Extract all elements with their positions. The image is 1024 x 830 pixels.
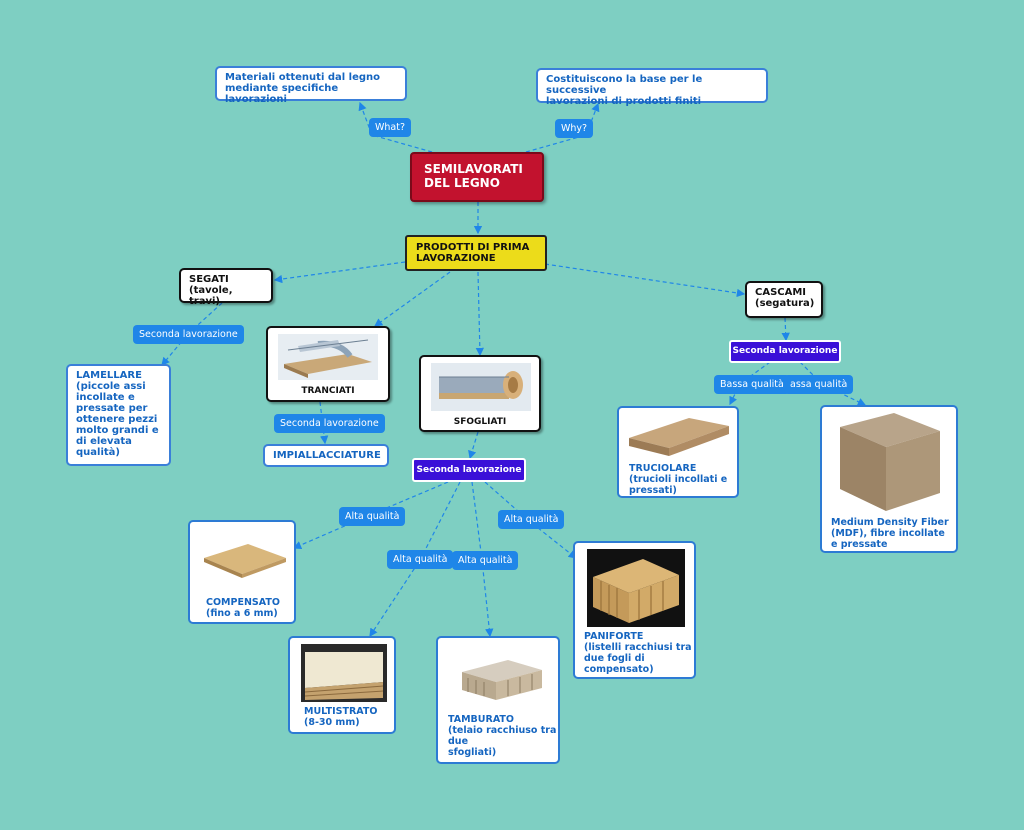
impiallacciature-text: IMPIALLACCIATURE xyxy=(273,450,381,461)
compensato-line-1: COMPENSATO xyxy=(206,597,280,608)
seconda-lavorazione-segati[interactable]: Seconda lavorazione xyxy=(133,325,244,344)
tranciati-title: TRANCIATI xyxy=(301,386,355,396)
cascami-node[interactable]: CASCAMI (segatura) xyxy=(745,281,823,318)
prima-line-2: LAVORAZIONE xyxy=(416,253,496,264)
what-text-1: Materiali ottenuti dal legno xyxy=(225,72,381,83)
segati-node[interactable]: SEGATI (tavole, travi) xyxy=(179,268,273,307)
sfogliati-image xyxy=(431,363,531,411)
cascami-line-1: CASCAMI xyxy=(755,287,807,298)
compensato-node[interactable]: COMPENSATO (fino a 6 mm) xyxy=(188,520,296,624)
tamburato-node[interactable]: TAMBURATO (telaio racchiuso tra due sfog… xyxy=(436,636,560,764)
lamellare-line-6: molto grandi e xyxy=(76,425,159,436)
paniforte-line-1: PANIFORTE xyxy=(584,631,644,642)
alta-qualita-paniforte[interactable]: Alta qualità xyxy=(498,510,565,529)
alta-qualita-multistrato[interactable]: Alta qualità xyxy=(387,550,454,569)
lamellare-line-8: qualità) xyxy=(76,447,120,458)
lamellare-line-7: di elevata xyxy=(76,436,132,447)
why-node[interactable]: Costituiscono la base per le successive … xyxy=(536,68,768,107)
seconda-lavorazione-tranciati[interactable]: Seconda lavorazione xyxy=(274,414,385,433)
multistrato-node[interactable]: MULTISTRATO (8-30 mm) xyxy=(288,636,396,734)
root-node[interactable]: SEMILAVORATI DEL LEGNO xyxy=(410,152,544,202)
lamellare-line-2: (piccole assi xyxy=(76,381,146,392)
multistrato-line-1: MULTISTRATO xyxy=(304,706,378,717)
alta-qualita-mdf-label[interactable]: assa qualità xyxy=(784,375,854,394)
seconda-lavorazione-sfogliati[interactable]: Seconda lavorazione xyxy=(412,458,526,482)
cascami-line-2: (segatura) xyxy=(755,298,815,309)
truciolare-image xyxy=(629,418,729,456)
why-label[interactable]: Why? xyxy=(555,119,594,138)
what-node[interactable]: Materiali ottenuti dal legno mediante sp… xyxy=(215,66,407,105)
tranciati-node[interactable]: TRANCIATI xyxy=(266,326,390,402)
root-title-1: SEMILAVORATI xyxy=(424,162,523,176)
what-text-2: mediante specifiche lavorazioni xyxy=(225,83,339,105)
alta-qualita-tamburato[interactable]: Alta qualità xyxy=(452,551,519,570)
paniforte-node[interactable]: PANIFORTE (listelli racchiusi tra due fo… xyxy=(573,541,696,679)
truciolare-line-1: TRUCIOLARE xyxy=(629,463,697,474)
lamellare-line-3: incollate e xyxy=(76,392,135,403)
lamellare-line-1: LAMELLARE xyxy=(76,370,142,381)
segati-line-1: SEGATI xyxy=(189,274,229,285)
sfogliati-title: SFOGLIATI xyxy=(453,417,507,427)
lamellare-node[interactable]: LAMELLARE (piccole assi incollate e pres… xyxy=(66,364,171,466)
mdf-image xyxy=(840,413,940,511)
why-text-2: lavorazioni di prodotti finiti xyxy=(546,96,702,107)
segati-line-2: (tavole, travi) xyxy=(189,285,233,307)
truciolare-line-2: (trucioli incollati e xyxy=(629,474,728,485)
paniforte-line-3: due fogli di xyxy=(584,653,645,664)
tamburato-line-1: TAMBURATO xyxy=(448,714,514,725)
compensato-line-2: (fino a 6 mm) xyxy=(206,608,278,619)
mdf-line-2: (MDF), fibre incollate xyxy=(831,528,945,539)
tamburato-line-2: (telaio racchiuso tra xyxy=(448,725,557,736)
prima-line-1: PRODOTTI DI PRIMA xyxy=(416,242,530,253)
paniforte-line-4: compensato) xyxy=(584,664,654,675)
compensato-image xyxy=(204,544,286,578)
lamellare-line-5: ottenere pezzi xyxy=(76,414,158,425)
tranciati-image xyxy=(278,334,378,380)
tamburato-line-4: sfogliati) xyxy=(448,747,497,758)
what-label[interactable]: What? xyxy=(369,118,412,137)
mdf-line-1: Medium Density Fiber xyxy=(831,517,949,528)
prima-lavorazione-node[interactable]: PRODOTTI DI PRIMA LAVORAZIONE xyxy=(405,235,547,271)
root-title-2: DEL LEGNO xyxy=(424,176,500,190)
bassa-qualita-label[interactable]: Bassa qualità xyxy=(714,375,790,394)
truciolare-node[interactable]: TRUCIOLARE (trucioli incollati e pressat… xyxy=(617,406,739,498)
seconda-lavorazione-cascami[interactable]: Seconda lavorazione xyxy=(729,340,841,363)
mdf-node[interactable]: Medium Density Fiber (MDF), fibre incoll… xyxy=(820,405,958,553)
impiallacciature-node[interactable]: IMPIALLACCIATURE xyxy=(263,444,389,467)
paniforte-line-2: (listelli racchiusi tra xyxy=(584,642,692,653)
sfogliati-node[interactable]: SFOGLIATI xyxy=(419,355,541,432)
truciolare-line-3: pressati) xyxy=(629,485,677,496)
lamellare-line-4: pressate per xyxy=(76,403,148,414)
multistrato-line-2: (8-30 mm) xyxy=(304,717,360,728)
tamburato-image xyxy=(462,660,542,700)
why-text-1: Costituiscono la base per le successive xyxy=(546,74,703,96)
paniforte-image xyxy=(587,549,685,627)
mdf-line-3: e pressate xyxy=(831,539,888,550)
tamburato-line-3: due xyxy=(448,736,469,747)
multistrato-image xyxy=(301,644,387,702)
alta-qualita-compensato[interactable]: Alta qualità xyxy=(339,507,406,526)
